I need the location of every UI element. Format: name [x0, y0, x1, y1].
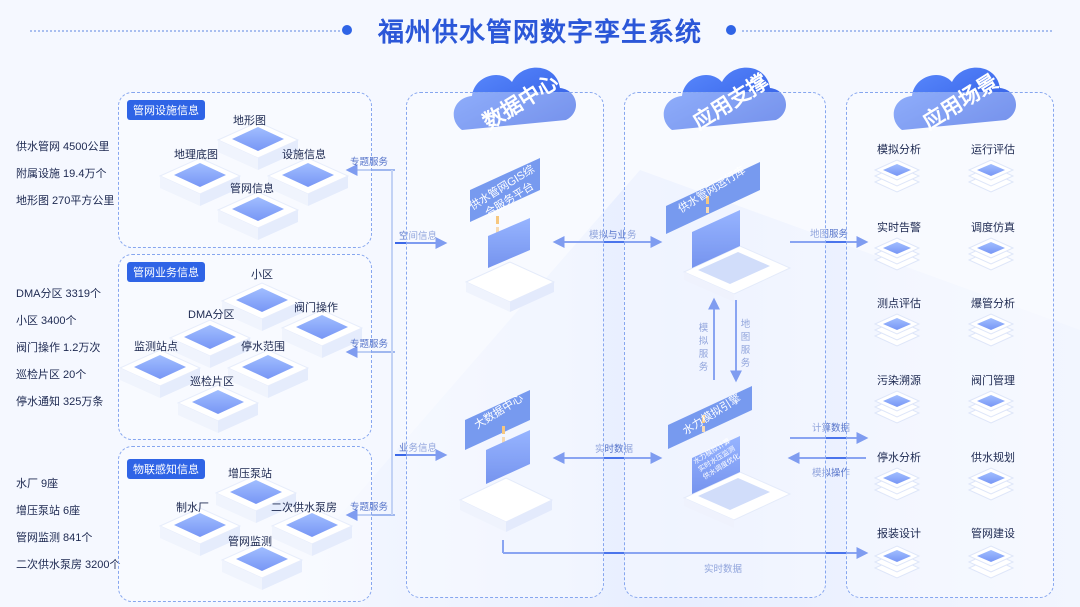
cloud-data-center — [453, 67, 577, 130]
flow-realtime: 实时数据 — [595, 444, 634, 455]
label-booster-station: 增压泵站 — [228, 468, 272, 480]
flow-spatial: 空间信息 — [399, 231, 438, 242]
title-line-left — [30, 30, 340, 32]
scenario-sim-analysis: 模拟分析 — [877, 144, 921, 156]
label-outage-range: 停水范围 — [241, 341, 285, 353]
scenario-realtime-alarm: 实时告警 — [877, 222, 921, 234]
label-facility-detail: 设施信息 — [282, 149, 326, 161]
tag-iot-info: 物联感知信息 — [127, 459, 205, 479]
cloud-app-support — [663, 67, 787, 130]
stat-plants: 水厂 9座 — [16, 478, 59, 490]
flow-thematic-1: 专题服务 — [350, 157, 389, 168]
tag-facility-info: 管网设施信息 — [127, 100, 205, 120]
label-water-plant: 制水厂 — [176, 502, 209, 514]
scenario-install-design: 报装设计 — [877, 528, 921, 540]
label-monitor-site: 监测站点 — [134, 341, 178, 353]
page-title: 福州供水管网数字孪生系统 — [377, 17, 702, 47]
cloud-scenarios — [893, 67, 1017, 130]
label-terrain-map: 地形图 — [233, 115, 266, 127]
flow-sim-service-vertical: 模拟服务 — [698, 323, 709, 373]
panel-app-support — [624, 92, 826, 598]
scenario-outage-analysis: 停水分析 — [877, 452, 921, 464]
flow-thematic-3: 专题服务 — [350, 502, 389, 513]
label-patrol-area: 巡检片区 — [190, 376, 234, 388]
scenario-pollution-trace: 污染溯源 — [877, 375, 921, 387]
label-community: 小区 — [251, 269, 273, 281]
flow-thematic-2: 专题服务 — [350, 339, 389, 350]
stat-valve-ops: 阀门操作 1.2万次 — [16, 342, 101, 354]
flow-sim-op: 模拟操作 — [812, 468, 851, 479]
stat-secondary-pump: 二次供水泵房 3200个 — [16, 559, 121, 571]
stat-pump-stations: 增压泵站 6座 — [16, 505, 81, 517]
flow-map-service-vertical: 地图服务 — [740, 319, 751, 369]
scenario-point-eval: 测点评估 — [877, 298, 921, 310]
label-dma: DMA分区 — [188, 309, 235, 321]
flow-map-service: 地图服务 — [810, 229, 849, 240]
panel-data-center — [406, 92, 604, 598]
stat-terrain: 地形图 270平方公里 — [16, 195, 115, 207]
scenario-supply-plan: 供水规划 — [971, 452, 1015, 464]
stat-pipe-length: 供水管网 4500公里 — [16, 141, 110, 153]
title-line-right — [742, 30, 1052, 32]
title-dot-left — [342, 25, 352, 35]
label-pipe-info: 管网信息 — [230, 183, 274, 195]
tag-business-info: 管网业务信息 — [127, 262, 205, 282]
label-valve-op: 阀门操作 — [294, 302, 338, 314]
scenario-dispatch-sim: 调度仿真 — [971, 222, 1015, 234]
scenario-ops-eval: 运行评估 — [971, 144, 1015, 156]
label-base-map: 地理底图 — [174, 149, 218, 161]
stat-outage-notice: 停水通知 325万条 — [16, 396, 104, 408]
stat-monitoring: 管网监测 841个 — [16, 532, 93, 544]
title-dot-right — [726, 25, 736, 35]
flow-business: 业务信息 — [399, 443, 438, 454]
stat-patrol: 巡检片区 20个 — [16, 369, 87, 381]
stat-community: 小区 3400个 — [16, 315, 77, 327]
label-pipe-monitoring: 管网监测 — [228, 536, 272, 548]
stat-facilities: 附属设施 19.4万个 — [16, 168, 107, 180]
panel-business-info — [118, 254, 372, 440]
panel-scenarios — [846, 92, 1054, 598]
flow-realtime-bottom: 实时数据 — [704, 564, 743, 575]
label-secondary-pump-room: 二次供水泵房 — [271, 502, 337, 514]
stat-dma: DMA分区 3319个 — [16, 288, 101, 300]
flow-calc-data: 计算数据 — [812, 423, 851, 434]
flow-sim-business: 模拟与业务 — [589, 230, 637, 241]
scenario-valve-mgmt: 阀门管理 — [971, 375, 1015, 387]
scenario-burst-analysis: 爆管分析 — [971, 298, 1015, 310]
scenario-pipe-construction: 管网建设 — [971, 528, 1015, 540]
